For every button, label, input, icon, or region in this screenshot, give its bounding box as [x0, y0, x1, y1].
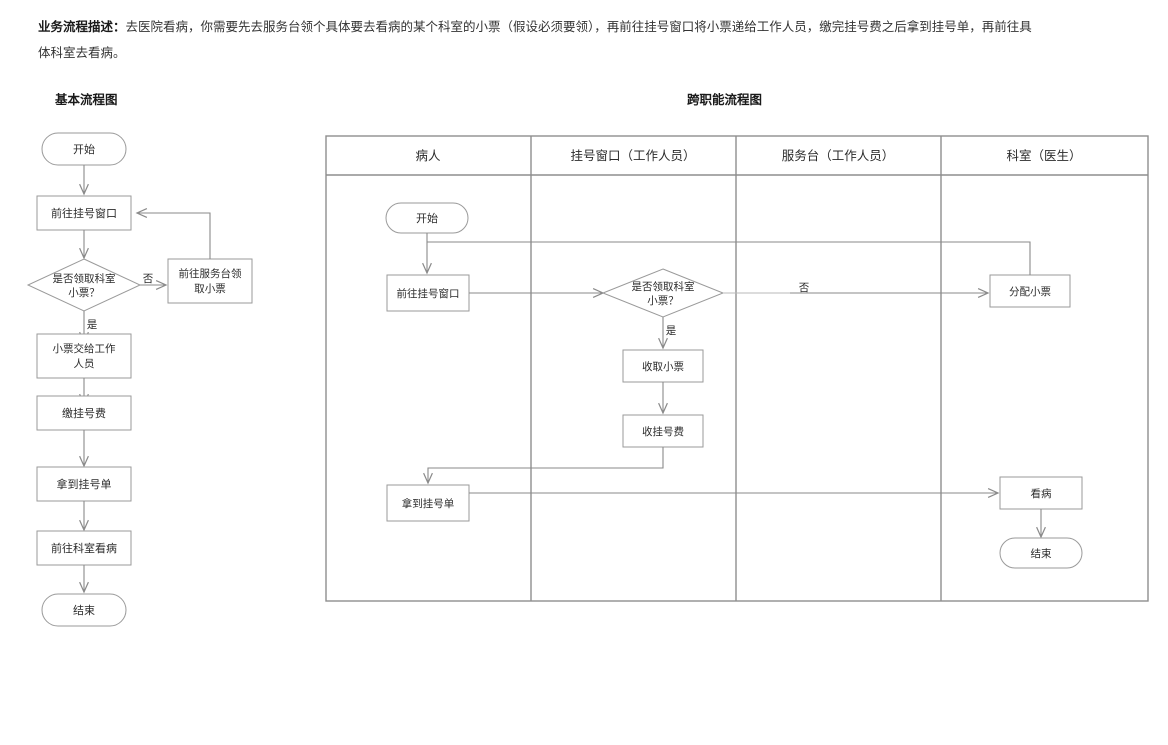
basic-node-decision-label-1: 是否领取科室	[53, 272, 116, 285]
basic-node-receipt	[36, 466, 132, 502]
basic-node-give-slip-label-1: 小票交给工作	[53, 342, 116, 355]
cross-node-see-doctor-label: 看病	[1031, 487, 1053, 500]
cross-node-collect-fee	[622, 414, 704, 448]
process-description: 业务流程描述：去医院看病，你需要先去服务台领个具体要去看病的某个科室的小票（假设…	[38, 14, 1038, 66]
cross-node-goto-window-label: 前往挂号窗口	[397, 287, 460, 300]
cross-node-decision	[601, 268, 725, 318]
cross-node-alloc-slip-label: 分配小票	[1009, 286, 1051, 298]
cross-edge-label-yes: 是	[666, 325, 677, 337]
cross-node-end	[999, 537, 1083, 569]
cross-node-receipt	[386, 484, 470, 522]
cross-node-receipt-label: 拿到挂号单	[402, 497, 455, 510]
basic-node-start-label: 开始	[73, 142, 95, 156]
basic-node-pay-fee	[36, 395, 132, 431]
basic-edge-label-yes: 是	[87, 319, 98, 331]
basic-node-give-slip	[36, 333, 132, 379]
basic-node-give-slip-label-2: 人员	[74, 358, 95, 370]
basic-node-get-slip-label-2: 取小票	[194, 283, 226, 295]
swimlane-header-window: 挂号窗口（工作人员）	[570, 148, 695, 163]
basic-edge-getslip-return	[135, 208, 211, 259]
basic-flowchart: 开始 前往挂号窗口 是否领取科室 小票？ 否 前往服务台领 取小票 是 小票交给…	[26, 132, 253, 627]
swimlane-header-dept: 科室（医生）	[1006, 148, 1081, 163]
cross-node-decision-label-2: 小票？	[647, 295, 679, 307]
cross-edge-fee-to-receipt	[423, 447, 664, 485]
cross-node-end-label: 结束	[1031, 547, 1053, 560]
process-description-label: 业务流程描述：	[38, 19, 126, 34]
basic-node-goto-window	[36, 195, 132, 231]
basic-node-end-label: 结束	[73, 604, 95, 617]
cross-functional-flowchart-title: 跨职能流程图	[687, 92, 763, 107]
basic-node-get-slip-label-1: 前往服务台领	[179, 267, 242, 280]
basic-flowchart-title: 基本流程图	[55, 92, 118, 107]
basic-node-get-slip	[167, 258, 253, 304]
cross-node-collect-fee-label: 收挂号费	[642, 425, 684, 438]
process-description-text: 去医院看病，你需要先去服务台领个具体要去看病的某个科室的小票（假设必须要领），再…	[38, 19, 1032, 60]
basic-node-decision	[26, 258, 142, 312]
cross-edge-alloc-return	[427, 241, 1031, 275]
basic-node-go-dept	[36, 530, 132, 566]
cross-node-start-label: 开始	[416, 211, 438, 225]
basic-node-receipt-label: 拿到挂号单	[57, 477, 112, 491]
basic-edge-label-no: 否	[143, 273, 154, 285]
basic-node-end	[41, 593, 127, 627]
swimlane-header-patient: 病人	[415, 148, 441, 163]
cross-node-decision-label-1: 是否领取科室	[632, 280, 695, 293]
cross-node-alloc-slip	[989, 274, 1071, 308]
cross-node-goto-window	[386, 274, 470, 312]
cross-functional-flowchart: 病人 挂号窗口（工作人员） 服务台（工作人员） 科室（医生） 开始 前往挂号窗口…	[325, 135, 1149, 602]
basic-node-decision-label-2: 小票？	[68, 287, 100, 299]
basic-node-go-dept-label: 前往科室看病	[51, 541, 117, 555]
cross-edge-label-no: 否	[799, 282, 810, 294]
cross-node-collect-slip-label: 收取小票	[642, 360, 684, 373]
cross-node-see-doctor	[999, 476, 1083, 510]
basic-node-pay-fee-label: 缴挂号费	[62, 406, 106, 420]
basic-node-goto-window-label: 前往挂号窗口	[51, 206, 117, 220]
swimlane-header-desk: 服务台（工作人员）	[782, 148, 895, 163]
swimlane-frame	[325, 135, 1149, 602]
